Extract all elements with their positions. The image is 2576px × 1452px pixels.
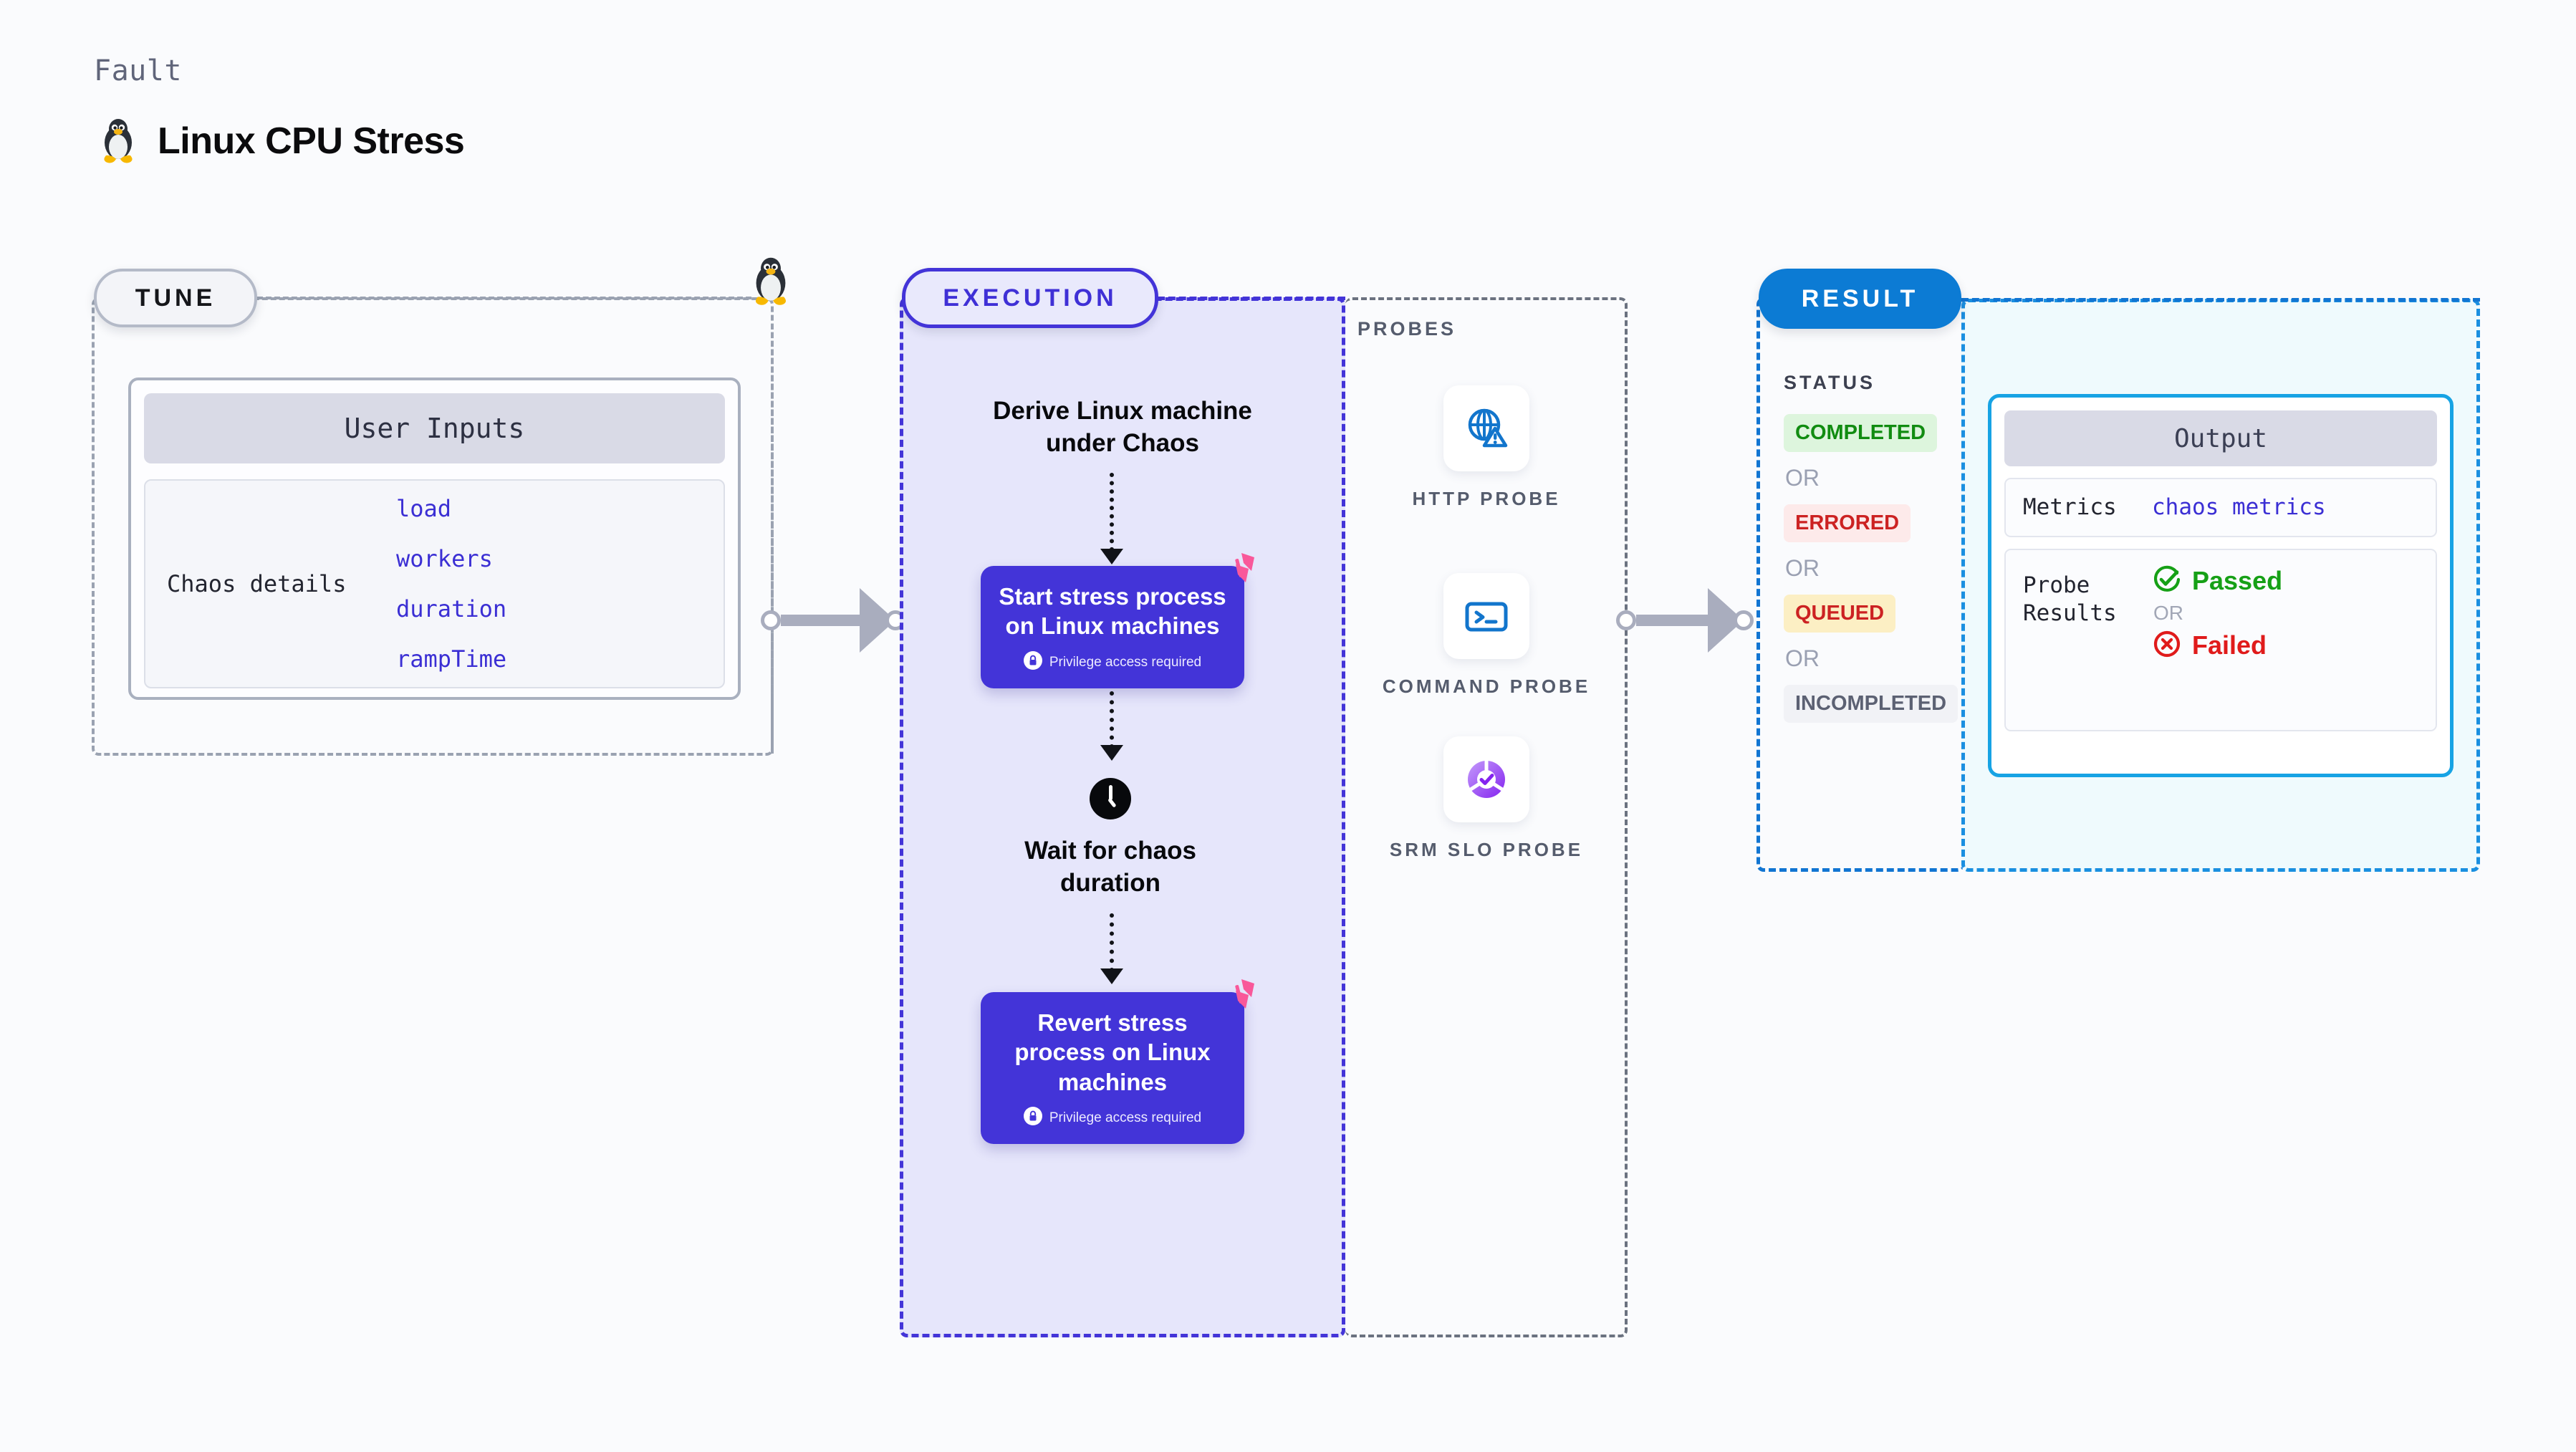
- result-pill[interactable]: RESULT: [1759, 269, 1961, 329]
- input-ramptime: rampTime: [396, 645, 507, 673]
- status-or-2: OR: [1785, 555, 1820, 581]
- probe-result-failed: Failed: [2152, 629, 2282, 662]
- execution-pill-label: EXECUTION: [943, 284, 1118, 312]
- start-stress-label: Start stress process on Linux machines: [999, 583, 1226, 640]
- status-badge-completed: COMPLETED: [1784, 414, 1938, 452]
- x-circle-icon: [2152, 629, 2182, 662]
- status-badge-queued: QUEUED: [1784, 595, 1896, 633]
- tune-pill[interactable]: TUNE: [94, 269, 257, 327]
- output-header: Output: [2004, 410, 2437, 466]
- arrow-execution-to-result: [1616, 588, 1754, 653]
- probe-result-passed: Passed: [2152, 564, 2282, 597]
- chaos-details-row: Chaos details load workers duration ramp…: [144, 479, 725, 688]
- output-probe-results-key: Probe Results: [2023, 572, 2117, 626]
- probe-label-command: COMMAND PROBE: [1382, 675, 1591, 697]
- probe-result-failed-label: Failed: [2192, 630, 2267, 660]
- harness-logo-icon: [1220, 550, 1257, 590]
- derive-machine-title: Derive Linux machine under Chaos: [993, 397, 1252, 457]
- wait-chaos-label: Wait for chaos duration: [1024, 837, 1196, 897]
- revert-stress-label: Revert stress process on Linux machines: [1014, 1009, 1211, 1095]
- user-inputs-header: User Inputs: [144, 393, 725, 463]
- revert-stress-privilege: Privilege access required: [994, 1106, 1231, 1130]
- tune-linux-penguin-icon: [750, 256, 792, 309]
- connector-derive-to-start: [1110, 473, 1114, 552]
- result-pill-label: RESULT: [1801, 284, 1919, 312]
- arrow-tune-to-execution: [761, 588, 905, 653]
- arrow-start-dot: [1616, 610, 1636, 630]
- probe-item-http[interactable]: HTTP PROBE: [1345, 385, 1628, 511]
- input-duration: duration: [396, 595, 507, 622]
- arrow-shaft: [781, 615, 860, 626]
- page-title: Linux CPU Stress: [158, 120, 465, 162]
- arrow-shaft: [1636, 615, 1708, 626]
- page-eyebrow: Fault: [94, 54, 182, 87]
- probe-result-passed-label: Passed: [2192, 565, 2283, 595]
- linux-penguin-icon: [99, 118, 138, 164]
- probe-label-http: HTTP PROBE: [1412, 488, 1561, 509]
- clock-icon: [1087, 776, 1133, 824]
- status-or-3: OR: [1785, 645, 1820, 671]
- output-metrics-row: Metrics chaos metrics: [2004, 478, 2437, 537]
- globe-warning-icon: [1443, 385, 1529, 471]
- probe-results-values: Passed OR Failed: [2152, 564, 2282, 662]
- result-section: [1756, 297, 1964, 872]
- arrow-start-dot: [761, 610, 781, 630]
- probes-heading: PROBES: [1357, 318, 1457, 340]
- status-heading: STATUS: [1784, 372, 1875, 393]
- lock-icon: [1023, 1106, 1042, 1130]
- execution-pill[interactable]: EXECUTION: [902, 268, 1158, 328]
- output-probe-results-row: Probe Results Passed OR: [2004, 548, 2437, 731]
- input-workers: workers: [396, 545, 493, 572]
- status-list: COMPLETED OR ERRORED OR QUEUED OR INCOMP…: [1784, 414, 1959, 723]
- probe-item-command[interactable]: COMMAND PROBE: [1345, 573, 1628, 699]
- check-circle-icon: [2152, 564, 2182, 597]
- probe-item-srm-slo[interactable]: SRM SLO PROBE: [1345, 736, 1628, 862]
- execution-leader-line: [1158, 297, 1345, 300]
- user-inputs-card: User Inputs Chaos details load workers d…: [128, 378, 741, 700]
- chaos-details-key: Chaos details: [167, 570, 347, 597]
- output-metrics-value: chaos metrics: [2152, 494, 2326, 521]
- harness-logo-icon: [1220, 976, 1257, 1016]
- connector-start-to-wait: [1110, 691, 1114, 749]
- connector-arrowhead-3: [1100, 968, 1123, 984]
- probe-label-srm-slo: SRM SLO PROBE: [1389, 839, 1584, 860]
- arrow-end-dot: [1734, 610, 1754, 630]
- slo-check-icon: [1443, 736, 1529, 822]
- connector-wait-to-revert: [1110, 913, 1114, 972]
- lock-icon: [1023, 650, 1042, 674]
- chaos-details-values: load workers duration rampTime: [396, 495, 506, 673]
- tune-right-divider: [771, 324, 774, 754]
- revert-stress-step[interactable]: Revert stress process on Linux machines …: [981, 979, 1254, 1144]
- connector-arrowhead-2: [1100, 745, 1123, 761]
- start-stress-privilege-text: Privilege access required: [1049, 654, 1202, 670]
- status-badge-incompleted: INCOMPLETED: [1784, 685, 1959, 723]
- output-card: Output Metrics chaos metrics Probe Resul…: [1988, 394, 2454, 777]
- tune-pill-label: TUNE: [135, 284, 216, 312]
- start-stress-step[interactable]: Start stress process on Linux machines P…: [981, 553, 1254, 688]
- status-or-1: OR: [1785, 465, 1820, 491]
- probe-result-or: OR: [2153, 601, 2183, 624]
- result-leader-line: [1961, 298, 2480, 302]
- start-stress-privilege: Privilege access required: [994, 650, 1231, 674]
- page-title-row: Linux CPU Stress: [99, 118, 465, 164]
- output-metrics-key: Metrics: [2023, 494, 2117, 520]
- tune-leader-line: [257, 297, 751, 299]
- revert-stress-privilege-text: Privilege access required: [1049, 1110, 1202, 1125]
- input-load: load: [396, 495, 452, 522]
- execution-section: [900, 297, 1345, 1337]
- status-badge-errored: ERRORED: [1784, 504, 1911, 542]
- terminal-icon: [1443, 573, 1529, 659]
- connector-arrowhead-1: [1100, 549, 1123, 564]
